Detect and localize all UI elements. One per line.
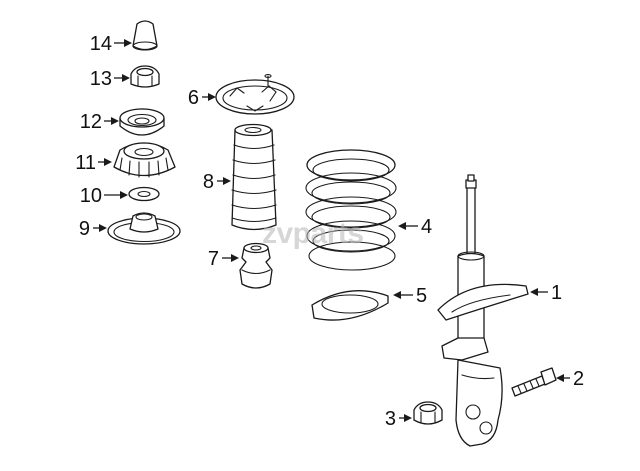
callout-10: 10 [80,185,102,207]
part-8-dust-boot[interactable] [231,123,277,231]
part-9-strut-mount[interactable] [107,212,181,245]
watermark: zvparts [262,217,364,250]
callout-1: 1 [551,282,562,304]
callout-4: 4 [421,216,432,238]
part-3-nut[interactable] [413,401,443,425]
part-14-bump-cap[interactable] [132,20,158,51]
part-2-bolt[interactable] [511,367,557,397]
part-1-strut-assembly[interactable] [437,174,529,447]
leader-lines [93,39,570,422]
part-10-washer[interactable] [128,186,160,202]
callout-2: 2 [573,368,584,390]
part-5-lower-spring-insulator[interactable] [311,290,389,321]
part-4-coil-spring[interactable] [305,149,397,271]
callout-13: 13 [90,68,112,90]
part-12-bearing[interactable] [119,108,165,136]
part-7-bump-stop[interactable] [239,242,273,289]
callout-7: 7 [208,248,219,270]
callout-12: 12 [80,111,102,133]
callout-11: 11 [75,152,96,174]
callout-8: 8 [203,171,214,193]
callout-9: 9 [79,218,90,240]
callout-labels: 14 13 12 11 10 9 6 8 7 4 5 1 2 3 [75,33,584,430]
callout-6: 6 [188,87,199,109]
part-13-nut[interactable] [130,65,160,88]
callout-14: 14 [90,33,112,55]
part-6-upper-mount-plate[interactable] [215,73,295,115]
callout-5: 5 [416,285,427,307]
part-11-upper-spring-seat[interactable] [113,142,176,178]
callout-3: 3 [385,408,396,430]
